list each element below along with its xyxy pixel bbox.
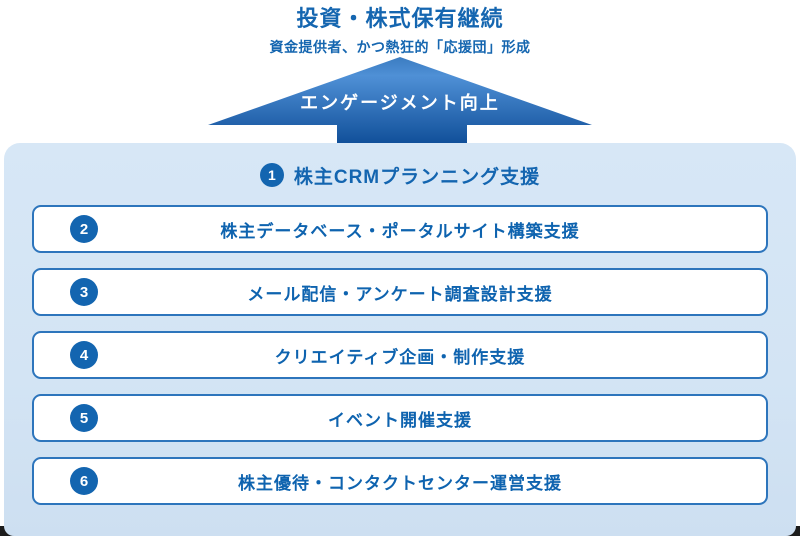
services-panel: 1 株主CRMプランニング支援 2 株主データベース・ポータルサイト構築支援 3… <box>4 143 796 536</box>
service-row: 3 メール配信・アンケート調査設計支援 <box>32 268 768 316</box>
service-row-label: メール配信・アンケート調査設計支援 <box>247 284 553 304</box>
up-arrow: エンゲージメント向上 <box>208 57 592 143</box>
page-subtitle: 資金提供者、かつ熱狂的「応援団」形成 <box>269 39 531 56</box>
top-text-block: 投資・株式保有継続 資金提供者、かつ熱狂的「応援団」形成 <box>0 6 800 57</box>
step-number-badge: 3 <box>70 278 98 306</box>
up-arrow-icon <box>208 57 592 143</box>
service-row-label: 株主データベース・ポータルサイト構築支援 <box>220 221 580 241</box>
step-number-badge: 4 <box>70 341 98 369</box>
service-row-label: 株主優待・コンタクトセンター運営支援 <box>238 473 562 493</box>
service-row: 4 クリエイティブ企画・制作支援 <box>32 331 768 379</box>
service-row: 6 株主優待・コンタクトセンター運営支援 <box>32 457 768 505</box>
service-row-label: クリエイティブ企画・制作支援 <box>274 347 526 367</box>
step-number-badge: 2 <box>70 215 98 243</box>
step-number-badge: 1 <box>259 163 284 187</box>
step-number-badge: 5 <box>70 404 98 432</box>
service-row: 2 株主データベース・ポータルサイト構築支援 <box>32 205 768 253</box>
panel-header: 1 株主CRMプランニング支援 <box>4 161 796 189</box>
arrow-label: エンゲージメント向上 <box>300 93 500 113</box>
page-title: 投資・株式保有継続 <box>296 6 504 31</box>
step-number-badge: 6 <box>70 467 98 495</box>
service-row: 5 イベント開催支援 <box>32 394 768 442</box>
service-row-label: イベント開催支援 <box>328 410 472 430</box>
panel-header-label: 株主CRMプランニング支援 <box>293 166 541 188</box>
